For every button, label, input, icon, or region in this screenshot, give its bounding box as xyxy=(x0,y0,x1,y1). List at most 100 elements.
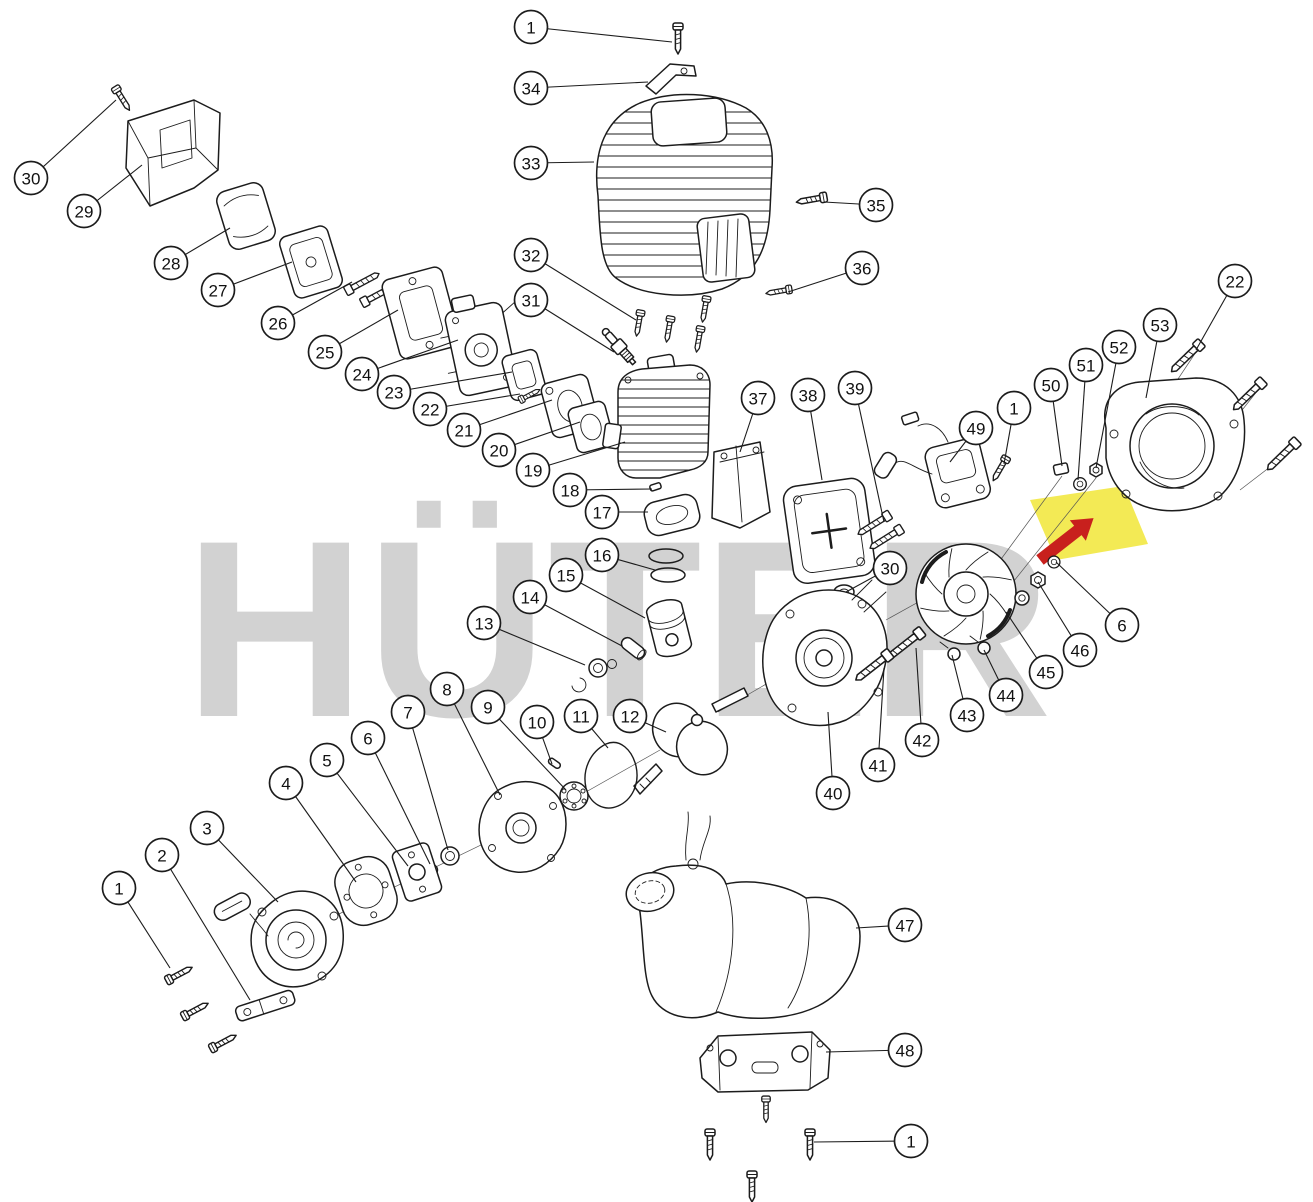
callout-balloon-30-35: 30 xyxy=(872,550,908,586)
part-cylinder-screws xyxy=(631,294,712,354)
callout-balloon-29-8: 29 xyxy=(66,193,102,229)
leader-line-14-23 xyxy=(529,596,623,647)
callout-balloon-3-53: 3 xyxy=(189,810,225,846)
svg-text:39: 39 xyxy=(846,380,865,399)
callout-balloon-50-30: 50 xyxy=(1033,367,1069,403)
svg-text:31: 31 xyxy=(522,292,541,311)
leader-line-23-14 xyxy=(393,371,513,393)
svg-text:24: 24 xyxy=(353,366,372,385)
svg-text:44: 44 xyxy=(997,687,1016,706)
callout-balloon-22-34: 22 xyxy=(1217,263,1253,299)
callout-balloon-8-48: 8 xyxy=(429,671,465,707)
part-fan-cover xyxy=(1104,377,1246,512)
svg-text:30: 30 xyxy=(881,560,900,579)
part-airfilter-cover xyxy=(125,99,221,207)
callout-balloon-7-49: 7 xyxy=(390,694,426,730)
svg-text:4: 4 xyxy=(281,775,290,794)
part-engine-top-cover xyxy=(595,93,774,296)
callout-balloon-47-56: 47 xyxy=(887,907,923,943)
part-cover-screw-top xyxy=(672,22,684,55)
svg-text:35: 35 xyxy=(867,197,886,216)
callout-balloon-27-10: 27 xyxy=(200,272,236,308)
part-airfilter-plate xyxy=(278,225,344,299)
part-starter-pawls xyxy=(939,635,991,661)
svg-text:13: 13 xyxy=(475,615,494,634)
part-carb-spacer xyxy=(381,266,461,360)
callout-balloon-16-21: 16 xyxy=(584,537,620,573)
callout-balloon-10-46: 10 xyxy=(519,704,555,740)
callout-balloon-53-33: 53 xyxy=(1142,307,1178,343)
svg-text:47: 47 xyxy=(896,917,915,936)
callout-balloon-32-4: 32 xyxy=(513,237,549,273)
callout-balloon-38-26: 38 xyxy=(790,377,826,413)
part-manifold-gasket xyxy=(567,400,615,454)
part-pin-circlip xyxy=(607,659,617,669)
svg-text:12: 12 xyxy=(621,708,640,727)
leader-line-30-7 xyxy=(30,99,117,179)
svg-text:22: 22 xyxy=(1226,273,1245,292)
callout-balloon-28-9: 28 xyxy=(153,245,189,281)
callout-balloon-18-19: 18 xyxy=(552,472,588,508)
svg-text:21: 21 xyxy=(455,422,474,441)
svg-text:41: 41 xyxy=(869,757,888,776)
callout-balloon-43-40: 43 xyxy=(949,697,985,733)
leader-line-13-24 xyxy=(483,622,586,666)
svg-text:36: 36 xyxy=(853,260,872,279)
callout-balloon-15-22: 15 xyxy=(548,557,584,593)
svg-text:3: 3 xyxy=(202,820,211,839)
part-screw-36 xyxy=(764,284,794,299)
part-crankcase-half xyxy=(478,781,567,873)
callout-balloon-12-44: 12 xyxy=(612,698,648,734)
svg-text:40: 40 xyxy=(824,785,843,804)
svg-text:1: 1 xyxy=(906,1133,915,1152)
callout-balloon-37-25: 37 xyxy=(740,380,776,416)
leader-line-8-48 xyxy=(446,688,501,796)
callout-balloon-42-41: 42 xyxy=(904,722,940,758)
part-fuel-tank xyxy=(625,811,861,1019)
callout-balloon-33-2: 33 xyxy=(513,145,549,181)
part-carb-gasket xyxy=(501,348,547,402)
leader-line-4-52 xyxy=(285,782,357,883)
part-piston-pin xyxy=(620,636,647,661)
svg-text:38: 38 xyxy=(799,387,818,406)
callout-balloon-45-38: 45 xyxy=(1028,654,1064,690)
svg-text:49: 49 xyxy=(967,420,986,439)
callout-balloon-31-5: 31 xyxy=(513,282,549,318)
callout-balloon-51-31: 51 xyxy=(1068,347,1104,383)
callout-balloon-30-7: 30 xyxy=(13,160,49,196)
callout-balloon-46-37: 46 xyxy=(1062,632,1098,668)
callout-balloon-6-36: 6 xyxy=(1104,607,1140,643)
part-crankshaft xyxy=(633,687,749,795)
part-tank-screws xyxy=(704,1095,816,1202)
part-piston xyxy=(645,599,693,658)
callout-balloon-2-54: 2 xyxy=(144,837,180,873)
part-dowel-10 xyxy=(547,757,562,770)
leader-line-5-51 xyxy=(326,759,409,867)
leader-line-1-0 xyxy=(530,26,673,43)
callout-balloon-13-24: 13 xyxy=(466,605,502,641)
leader-line-34-1 xyxy=(530,81,649,89)
callout-balloon-22-15: 22 xyxy=(412,391,448,427)
svg-text:23: 23 xyxy=(385,384,404,403)
callout-balloon-4-52: 4 xyxy=(268,765,304,801)
svg-text:46: 46 xyxy=(1071,642,1090,661)
svg-text:26: 26 xyxy=(269,315,288,334)
leader-line-6-50 xyxy=(367,737,431,865)
part-piston-rings xyxy=(648,548,686,583)
svg-text:18: 18 xyxy=(561,482,580,501)
callout-balloon-48-57: 48 xyxy=(887,1032,923,1068)
callout-balloon-21-16: 21 xyxy=(446,412,482,448)
part-screw-35 xyxy=(794,191,829,208)
part-coil-spacers xyxy=(1052,462,1103,491)
callout-balloon-35-3: 35 xyxy=(858,187,894,223)
callout-balloon-23-14: 23 xyxy=(376,374,412,410)
leader-line-7-49 xyxy=(407,711,449,851)
svg-text:25: 25 xyxy=(316,344,335,363)
callout-balloon-49-28: 49 xyxy=(958,410,994,446)
svg-text:1: 1 xyxy=(114,880,123,899)
callout-balloon-1-58: 1 xyxy=(893,1123,929,1159)
svg-text:14: 14 xyxy=(521,589,540,608)
callout-balloon-6-50: 6 xyxy=(350,720,386,756)
svg-text:5: 5 xyxy=(322,752,331,771)
